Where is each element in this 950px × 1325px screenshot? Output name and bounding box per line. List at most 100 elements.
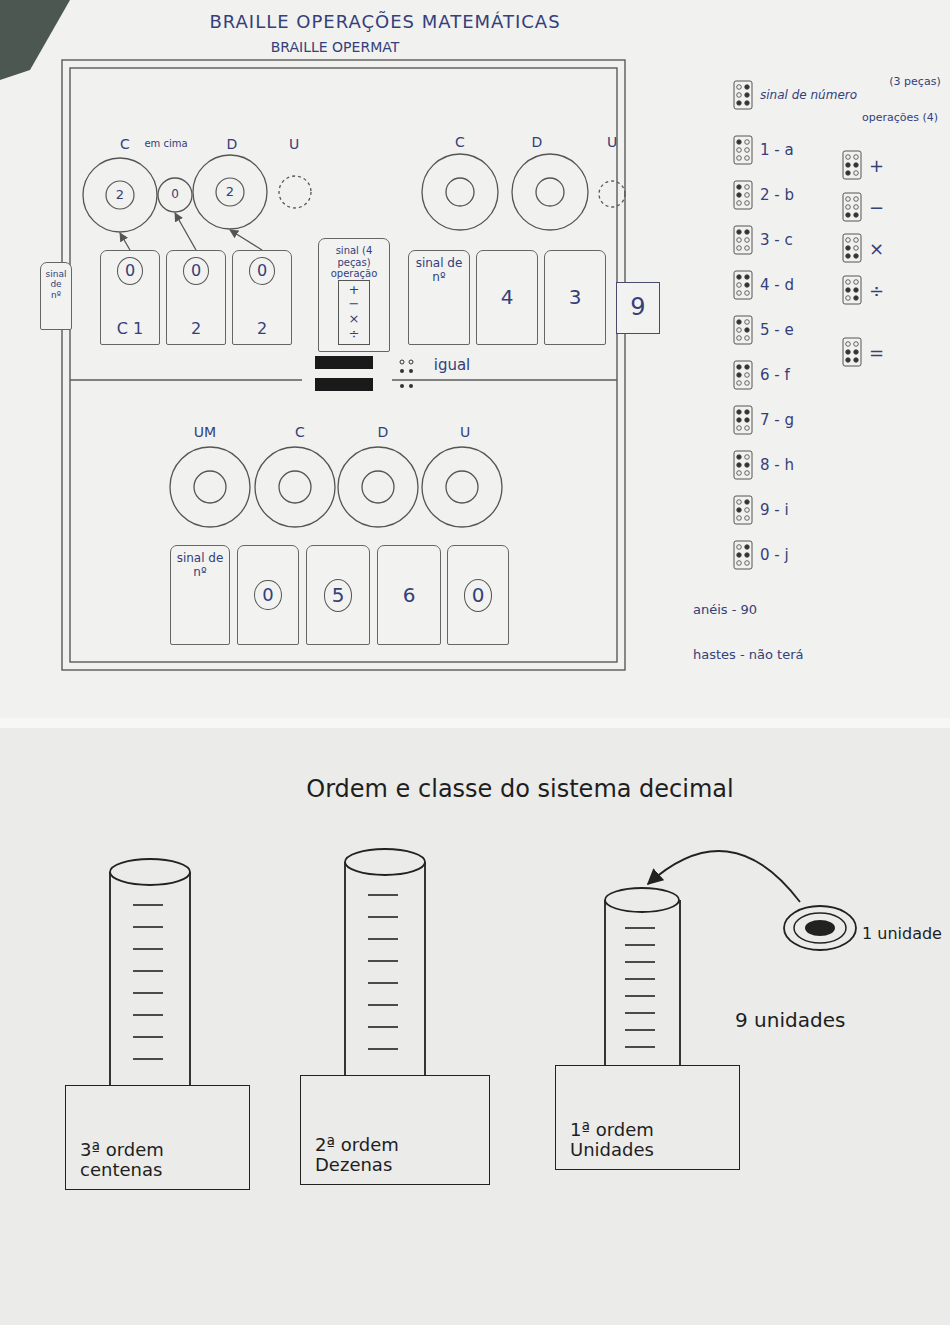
legend-item: 6 - f xyxy=(733,360,790,390)
braille-dot xyxy=(745,373,750,378)
braille-cell-frame xyxy=(843,193,861,221)
legend-item: 8 - h xyxy=(733,450,794,480)
braille-dot xyxy=(745,140,750,145)
curved-arrow xyxy=(648,851,800,902)
legend-text: × xyxy=(869,238,884,259)
braille-dot xyxy=(745,545,750,550)
braille-cell xyxy=(842,275,862,305)
braille-dot xyxy=(737,283,742,288)
braille-dot xyxy=(745,283,750,288)
node-text: 2 xyxy=(116,188,124,203)
node-text: 2 xyxy=(226,185,234,200)
legend-item: × xyxy=(842,233,884,263)
braille-dot xyxy=(745,516,750,521)
rod-base: 3ª ordemcentenas xyxy=(65,1085,250,1190)
braille-dot xyxy=(745,561,750,566)
braille-cell-frame xyxy=(734,406,752,434)
braille-card: 5 xyxy=(306,545,370,645)
braille-dot xyxy=(854,254,859,259)
braille-dot xyxy=(745,336,750,341)
annotation: C xyxy=(455,134,465,150)
braille-cell-frame xyxy=(843,338,861,366)
connector-arrow xyxy=(230,230,262,250)
legend-item: = xyxy=(842,337,884,367)
braille-dot xyxy=(745,291,750,296)
legend-item: 9 - i xyxy=(733,495,789,525)
annotation: (3 peças) xyxy=(889,76,940,89)
braille-dot xyxy=(854,358,859,363)
braille-cell-frame xyxy=(734,361,752,389)
annotation: C xyxy=(295,424,305,440)
braille-cell xyxy=(842,192,862,222)
braille-dot xyxy=(745,238,750,243)
braille-dot xyxy=(854,288,859,293)
braille-dot xyxy=(846,358,851,363)
braille-cell xyxy=(733,450,753,480)
rod-base: 1ª ordemUnidades xyxy=(555,1065,740,1170)
braille-dot xyxy=(737,85,742,90)
node-text: 2ª ordem xyxy=(315,1135,399,1156)
paper-sheet xyxy=(0,728,950,1325)
ring-slot xyxy=(170,447,502,527)
braille-card: sinal de nº xyxy=(170,545,230,645)
braille-dot xyxy=(745,418,750,423)
paper-sheet xyxy=(0,0,950,718)
braille-dot xyxy=(745,463,750,468)
braille-dot xyxy=(737,381,742,386)
legend-item: 7 - g xyxy=(733,405,794,435)
legend-text: 6 - f xyxy=(760,366,790,384)
braille-card: 0 xyxy=(237,545,299,645)
braille-dot xyxy=(737,545,742,550)
annotation: C xyxy=(120,136,130,152)
braille-dot xyxy=(745,455,750,460)
braille-dot xyxy=(737,553,742,558)
legend-text: 2 - b xyxy=(760,186,794,204)
annotation: igual xyxy=(434,357,471,374)
braille-dot xyxy=(745,230,750,235)
legend-text: sinal de número xyxy=(760,88,857,102)
braille-cell xyxy=(842,337,862,367)
legend-item: 2 - b xyxy=(733,180,794,210)
braille-dot xyxy=(737,148,742,153)
ring-hole xyxy=(106,181,134,209)
braille-dot xyxy=(745,101,750,106)
braille-dot xyxy=(846,254,851,259)
node-text: 3ª ordem xyxy=(80,1140,164,1161)
legend-item: 5 - e xyxy=(733,315,794,345)
annotation: operações (4) xyxy=(862,112,938,125)
node-text: sinal de nº xyxy=(412,257,466,285)
ring-hole xyxy=(216,178,244,206)
braille-dot xyxy=(846,238,851,243)
board xyxy=(62,60,625,670)
braille-dot xyxy=(846,197,851,202)
braille-cell-frame xyxy=(734,451,752,479)
braille-dot xyxy=(854,342,859,347)
ring-slot: 2 xyxy=(82,157,158,233)
braille-cell-frame xyxy=(843,234,861,262)
braille-dot xyxy=(745,328,750,333)
braille-dot xyxy=(846,205,851,210)
braille-cell xyxy=(842,150,862,180)
equal-symbol xyxy=(315,356,373,391)
legend-text: 8 - h xyxy=(760,456,794,474)
braille-cell xyxy=(733,360,753,390)
node-text: 0 xyxy=(464,579,493,612)
ring-slot xyxy=(279,154,625,230)
node-text: 2 xyxy=(191,320,201,338)
annotation: hastes - não terá xyxy=(693,648,804,663)
braille-dot xyxy=(854,213,859,218)
legend-item: 1 - a xyxy=(733,135,794,165)
node-text: 2 xyxy=(257,320,267,338)
node-text: 0 xyxy=(171,188,179,202)
braille-dot xyxy=(846,288,851,293)
braille-cell-frame xyxy=(734,271,752,299)
ring-slot: 0 xyxy=(157,177,193,213)
braille-card: 02 xyxy=(166,250,226,345)
braille-dot xyxy=(745,148,750,153)
braille-card: 0C 1 xyxy=(100,250,160,345)
braille-dot xyxy=(737,101,742,106)
braille-dot xyxy=(745,193,750,198)
braille-dot xyxy=(854,163,859,168)
braille-dot xyxy=(854,350,859,355)
node-text: 1ª ordem xyxy=(570,1120,654,1141)
